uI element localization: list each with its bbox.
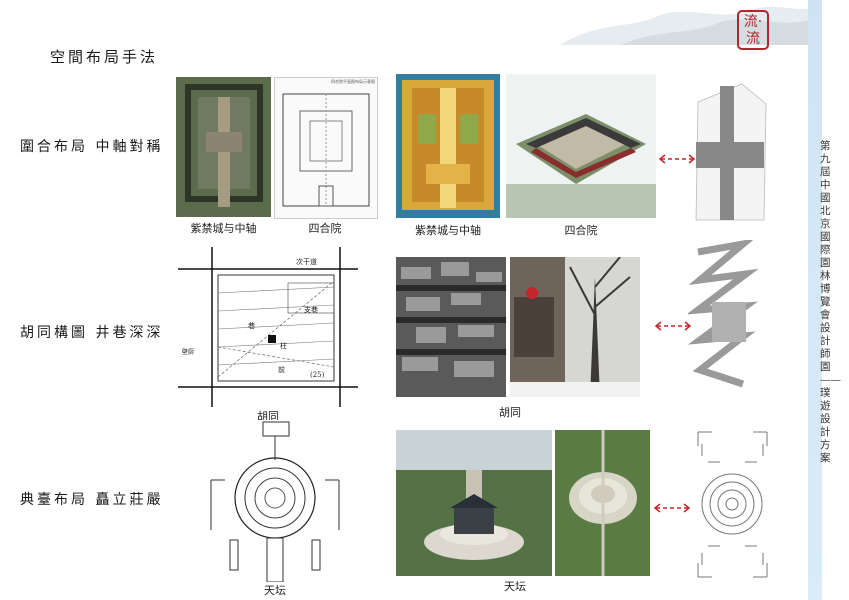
courtyard-render (506, 74, 656, 218)
caption-hutong-photos: 胡同 (499, 406, 521, 419)
hutong-street-photo (510, 257, 640, 397)
mountain-wash (560, 6, 810, 45)
row-title-3: 典臺布局 矗立莊嚴 (20, 492, 164, 508)
label-lane: 支巷 (304, 306, 318, 314)
row-title-1: 圍合布局 中軸對稱 (20, 139, 164, 155)
double-arrow-icon (654, 321, 692, 331)
caption-forbidden-city-2: 紫禁城与中轴 (415, 224, 481, 237)
label-road-top: 次干道 (296, 258, 317, 266)
caption-forbidden-city: 紫禁城与中轴 (190, 222, 257, 235)
double-arrow-icon (653, 503, 691, 513)
caption-courtyard-plan: 四合院 (308, 222, 342, 235)
hutong-rooftops-photo (396, 257, 506, 397)
row-title-2: 胡同構圖 井巷深深 (20, 325, 164, 341)
forbidden-city-aerial-photo (176, 77, 271, 217)
temple-of-heaven-photo-2 (555, 430, 650, 576)
logo-seal: 流·流 (737, 10, 769, 50)
label-yard: 前 (278, 366, 285, 374)
label-pillar: 柱 (280, 342, 287, 350)
forbidden-city-colored-map (396, 74, 500, 218)
caption-hutong-diagram: 胡同 (257, 410, 279, 423)
zigzag-abstract-diagram (688, 240, 758, 388)
section-title: 空間布局手法 (50, 48, 159, 66)
axis-abstract-diagram (695, 83, 767, 221)
concentric-abstract-diagram (697, 431, 768, 578)
caption-courtyard-render: 四合院 (564, 224, 598, 237)
courtyard-plan-drawing: 四合院平面图布局示意图 (274, 77, 378, 219)
caption-temple-plan: 天坛 (264, 584, 286, 597)
label-side: 壁厨 (182, 349, 195, 356)
hutong-grid-diagram: 次干道 支巷 巷 柱 壁厨 前 (25) (178, 247, 358, 407)
label-alley: 巷 (248, 322, 255, 330)
temple-of-heaven-plan (205, 420, 345, 582)
side-ribbon (808, 0, 822, 600)
label-size: (25) (310, 371, 325, 379)
plan-header: 四合院平面图布局示意图 (331, 79, 375, 84)
vertical-side-title: 第九屆中國北京國際園林博覽會設計師園——璞遊設計方案 (820, 140, 841, 464)
double-arrow-icon (658, 154, 696, 164)
temple-of-heaven-photo-1 (396, 430, 552, 576)
caption-temple-photos: 天坛 (504, 580, 526, 593)
